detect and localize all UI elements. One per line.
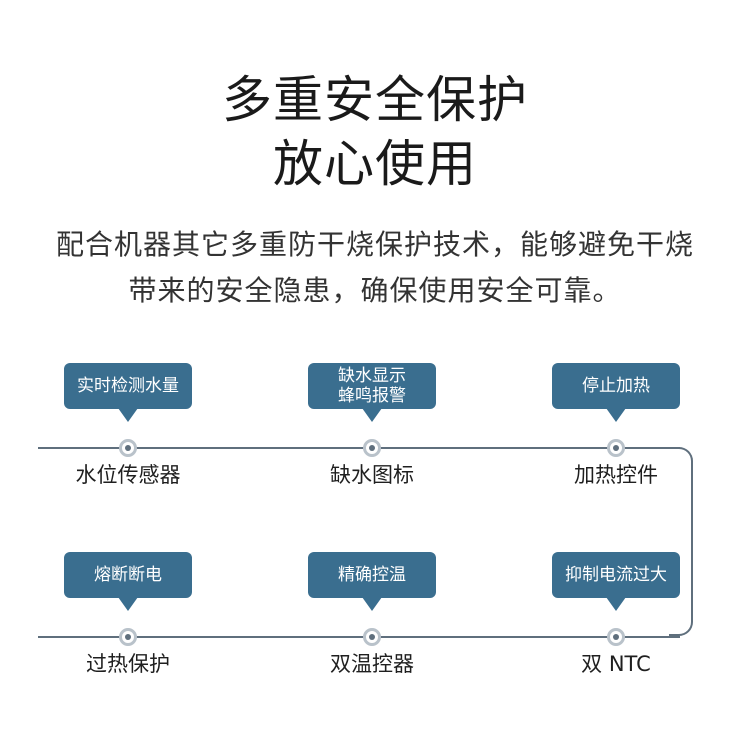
node-label: 加热控件 bbox=[574, 463, 658, 487]
node-dot bbox=[119, 439, 137, 457]
callout-bubble: 停止加热 bbox=[552, 363, 680, 422]
node-dot bbox=[607, 628, 625, 646]
node-label: 缺水图标 bbox=[330, 463, 414, 487]
description-line-2: 带来的安全隐患，确保使用安全可靠。 bbox=[128, 274, 622, 307]
callout-bubble: 精确控温 bbox=[308, 552, 436, 611]
callout-bubble: 熔断断电 bbox=[64, 552, 192, 611]
node-label: 双 NTC bbox=[581, 652, 651, 676]
flow-line-top bbox=[38, 447, 680, 449]
page-title-line-1: 多重安全保护 bbox=[222, 71, 528, 129]
node-dot bbox=[607, 439, 625, 457]
page-title-line-2: 放心使用 bbox=[273, 135, 477, 193]
node-label: 双温控器 bbox=[330, 652, 414, 676]
callout-bubble: 缺水显示 蜂鸣报警 bbox=[308, 363, 436, 422]
node-dot bbox=[119, 628, 137, 646]
flow-line-bottom bbox=[38, 636, 680, 638]
callout-bubble: 抑制电流过大 bbox=[552, 552, 680, 611]
node-dot bbox=[363, 628, 381, 646]
node-dot bbox=[363, 439, 381, 457]
callout-bubble: 实时检测水量 bbox=[64, 363, 192, 422]
flow-line-connector bbox=[669, 447, 693, 636]
description-line-1: 配合机器其它多重防干烧保护技术，能够避免干烧 bbox=[55, 228, 694, 261]
node-label: 过热保护 bbox=[86, 652, 170, 676]
node-label: 水位传感器 bbox=[75, 463, 181, 487]
